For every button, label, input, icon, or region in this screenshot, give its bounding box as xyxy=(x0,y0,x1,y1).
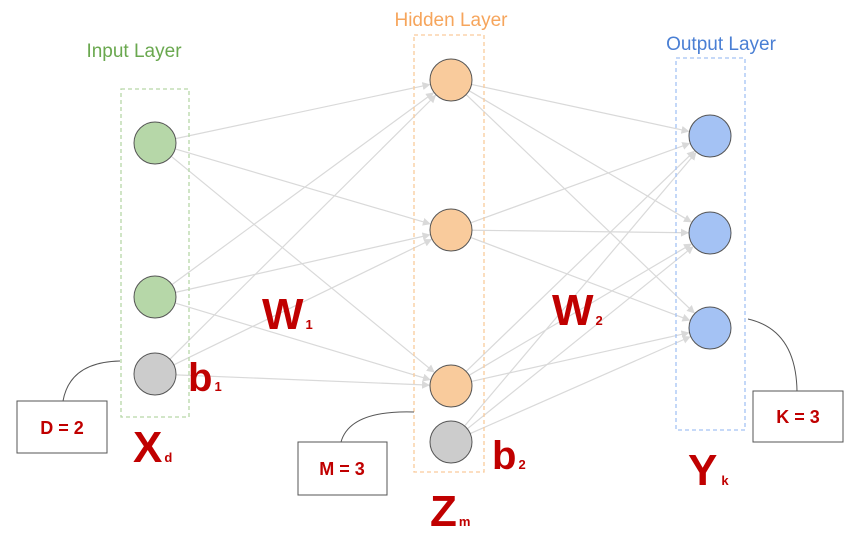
output-layer-box xyxy=(675,57,746,431)
connection-edge-10 xyxy=(471,83,690,134)
connection-edge-18 xyxy=(471,330,690,382)
connection-edge-16 xyxy=(465,150,695,372)
hidden-node-1 xyxy=(429,58,473,102)
hidden-node-3 xyxy=(429,364,473,408)
connection-edge-1 xyxy=(175,82,431,140)
d-callout-leader xyxy=(62,360,121,402)
connection-edge-2 xyxy=(174,148,431,226)
k-callout-leader xyxy=(747,318,798,392)
output-node-3 xyxy=(688,306,732,350)
connection-edge-7 xyxy=(169,94,437,360)
connection-edge-6 xyxy=(174,302,431,382)
m-callout: M = 3 xyxy=(297,441,388,496)
m-callout-leader xyxy=(340,411,415,443)
k-callout-text: K = 3 xyxy=(776,407,820,427)
hidden-bias-node xyxy=(429,420,473,464)
connection-edge-4 xyxy=(171,92,435,286)
output-node-1 xyxy=(688,114,732,158)
connection-edge-21 xyxy=(469,336,691,435)
input-node-2 xyxy=(133,275,177,319)
connection-edge-9 xyxy=(175,374,431,389)
connection-edge-11 xyxy=(468,90,692,223)
connection-edge-13 xyxy=(470,142,691,224)
connection-edge-19 xyxy=(464,152,697,427)
connection-edge-8 xyxy=(173,239,433,366)
connection-edge-20 xyxy=(466,246,694,430)
d-callout-text: D = 2 xyxy=(40,418,84,438)
hidden-node-2 xyxy=(429,208,473,252)
input-bias-node xyxy=(133,352,177,396)
input-layer-box xyxy=(120,88,190,418)
connections xyxy=(169,82,697,435)
connection-edge-15 xyxy=(470,236,691,322)
hidden-layer-title: Hidden Layer xyxy=(394,10,508,31)
connection-edge-14 xyxy=(471,228,690,237)
m-callout-text: M = 3 xyxy=(319,459,365,479)
k-callout: K = 3 xyxy=(752,390,844,443)
input-node-1 xyxy=(133,121,177,165)
output-layer-title: Output Layer xyxy=(666,34,777,55)
output-node-2 xyxy=(688,211,732,255)
connection-edge-17 xyxy=(468,243,692,376)
connection-edge-5 xyxy=(175,232,431,293)
hidden-layer-box xyxy=(413,34,485,473)
d-callout: D = 2 xyxy=(16,400,108,454)
input-layer-title: Input Layer xyxy=(86,41,182,62)
